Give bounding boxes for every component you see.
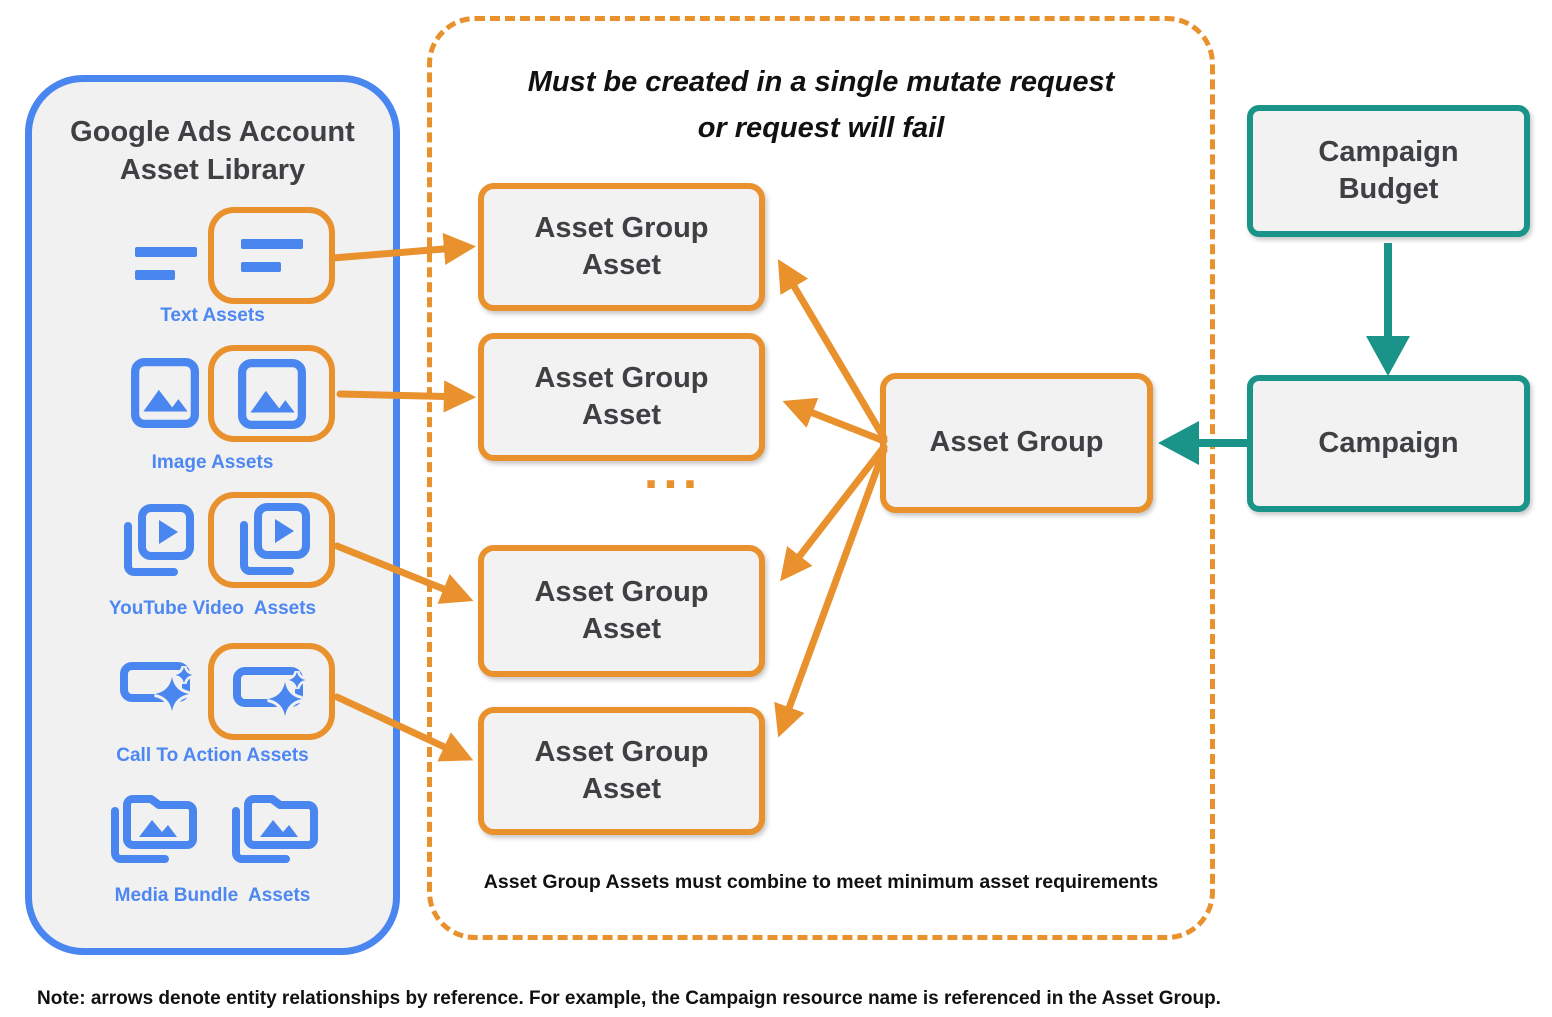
campaign-budget-label-line1: Campaign <box>1318 135 1459 168</box>
mutate-request-title: Must be created in a single mutate reque… <box>432 59 1210 152</box>
media-bundle-asset-icon <box>224 783 324 867</box>
asset-group-asset-box-1: Asset Group Asset <box>478 183 765 311</box>
asset-library-panel: Google Ads Account Asset Library Text As… <box>25 75 400 955</box>
asset-group-asset-box-2: Asset Group Asset <box>478 333 765 461</box>
arrow-campaign-budget-to-campaign-head <box>1366 336 1410 376</box>
asset-library-title-line2: Asset Library <box>119 153 306 186</box>
media-bundle-assets-label: Media Bundle Assets <box>114 885 311 906</box>
asset-group-asset-box-3: Asset Group Asset <box>478 545 765 677</box>
call-to-action-asset-highlight <box>208 643 335 740</box>
asset-group-asset-label: Asset <box>582 249 661 281</box>
campaign-label: Campaign <box>1318 426 1459 459</box>
mutate-request-panel: Must be created in a single mutate reque… <box>427 16 1215 940</box>
asset-group-asset-box-4: Asset Group Asset <box>478 707 765 835</box>
text-assets-label: Text Assets <box>160 305 265 326</box>
campaign-budget-label-line2: Budget <box>1338 173 1439 205</box>
asset-group-asset-label: Asset Group <box>534 211 709 244</box>
asset-group-asset-label: Asset Group <box>534 361 709 394</box>
call-to-action-asset-icon <box>232 665 311 719</box>
text-asset-icon <box>240 239 303 272</box>
asset-group-box: Asset Group <box>880 373 1153 513</box>
youtube-video-asset-icon <box>116 500 196 582</box>
reference-note: Note: arrows denote entity relationships… <box>37 988 1221 1009</box>
image-asset-highlight <box>208 345 335 442</box>
asset-group-asset-label: Asset <box>582 613 661 645</box>
campaign-budget-box: Campaign Budget <box>1247 105 1530 237</box>
call-to-action-asset-icon <box>120 660 198 714</box>
image-asset-icon <box>131 358 199 428</box>
asset-group-asset-label: Asset <box>582 773 661 805</box>
call-to-action-assets-label: Call To Action Assets <box>116 745 309 766</box>
mutate-request-title-line1: Must be created in a single mutate reque… <box>527 66 1115 98</box>
youtube-video-asset-highlight <box>208 492 335 588</box>
youtube-video-asset-icon <box>232 499 312 581</box>
image-assets-label: Image Assets <box>151 452 274 473</box>
text-asset-icon <box>135 247 197 280</box>
asset-library-title: Google Ads Account Asset Library <box>32 114 393 189</box>
youtube-video-assets-label: YouTube Video Assets <box>108 598 317 619</box>
mutate-request-title-line2: or request will fail <box>697 112 945 145</box>
asset-group-label: Asset Group <box>929 426 1104 459</box>
image-asset-icon <box>237 358 306 429</box>
asset-requirements-caption: Asset Group Assets must combine to meet … <box>483 871 1159 893</box>
asset-library-title-line1: Google Ads Account <box>70 116 355 148</box>
asset-group-asset-label: Asset Group <box>534 575 709 608</box>
text-asset-highlight <box>208 207 335 304</box>
asset-group-asset-label: Asset <box>582 399 661 431</box>
ellipsis: ... <box>643 442 703 500</box>
media-bundle-asset-icon <box>103 783 203 867</box>
asset-group-asset-label: Asset Group <box>534 735 709 768</box>
campaign-box: Campaign <box>1247 375 1530 512</box>
